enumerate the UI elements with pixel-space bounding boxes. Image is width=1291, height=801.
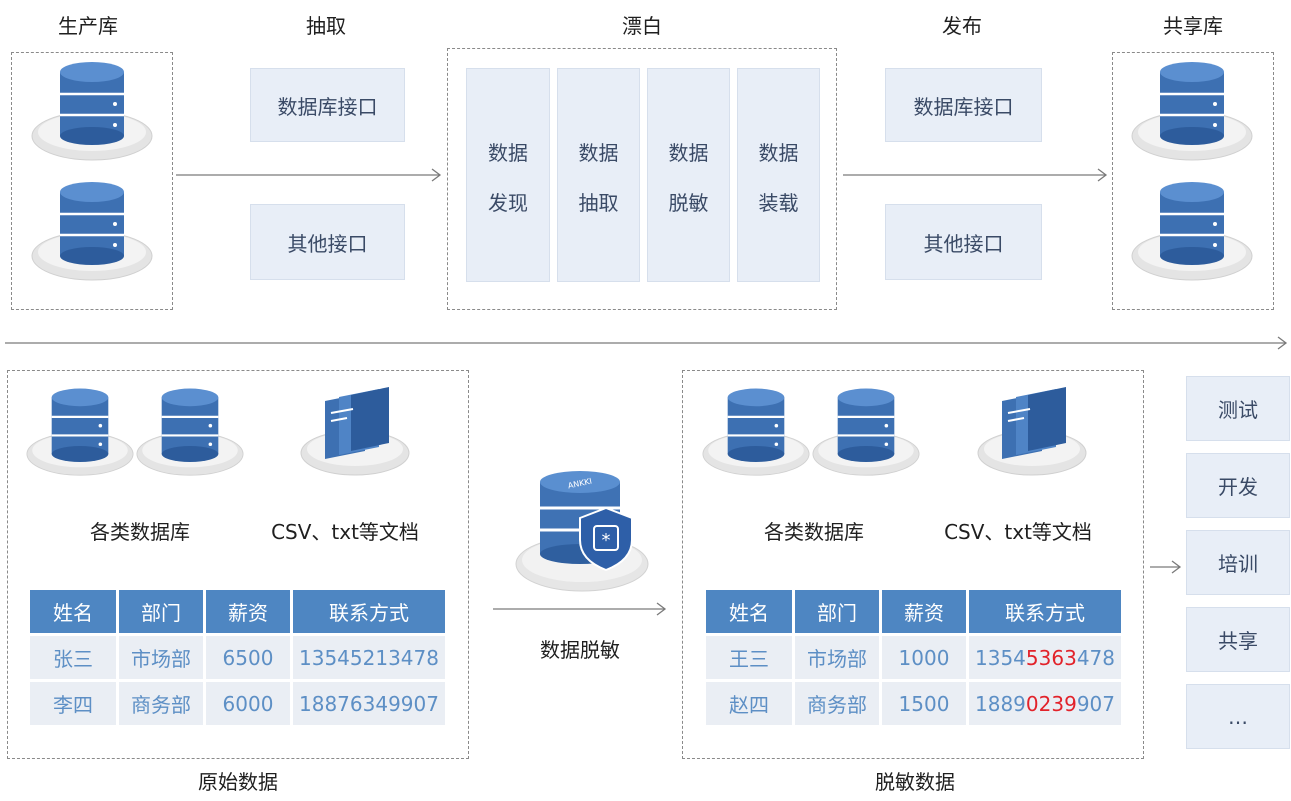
original-data-box — [7, 370, 469, 759]
phone-suffix: 907 — [1076, 691, 1115, 716]
cell-dept: 市场部 — [795, 636, 879, 679]
masked-data-table: 姓名 部门 薪资 联系方式 王三 市场部 1000 13545363478 赵四… — [703, 587, 1124, 728]
step-data-discovery: 数据 发现 — [466, 68, 550, 282]
document-icon — [295, 385, 410, 477]
label-shared-db: 共享库 — [1163, 14, 1223, 38]
cell-salary: 1500 — [882, 682, 966, 725]
masking-engine-icon: ANKKI * — [515, 471, 649, 592]
step-label: 装载 — [758, 191, 799, 215]
label-publish: 发布 — [942, 14, 982, 38]
file-types-label: CSV、txt等文档 — [944, 520, 1092, 544]
file-types-label: CSV、txt等文档 — [271, 520, 419, 544]
db-types-label: 各类数据库 — [764, 520, 864, 544]
table-row: 王三 市场部 1000 13545363478 — [706, 636, 1121, 679]
label-extract: 抽取 — [306, 14, 346, 38]
col-header-dept: 部门 — [795, 590, 879, 633]
step-label: 发现 — [488, 191, 528, 215]
cell-contact: 13545213478 — [293, 636, 445, 679]
use-case-training: 培训 — [1186, 530, 1290, 595]
original-data-caption: 原始数据 — [198, 770, 278, 794]
cell-salary: 6500 — [206, 636, 290, 679]
arrow-head — [1097, 168, 1108, 182]
table-row: 李四 商务部 6000 18876349907 — [30, 682, 445, 725]
arrow-head — [1171, 560, 1182, 574]
col-header-salary: 薪资 — [206, 590, 290, 633]
original-data-table: 姓名 部门 薪资 联系方式 张三 市场部 6500 13545213478 李四… — [27, 587, 448, 728]
col-header-salary: 薪资 — [882, 590, 966, 633]
label-source-db: 生产库 — [58, 14, 118, 38]
cell-contact: 18890239907 — [969, 682, 1121, 725]
phone-prefix: 1354 — [975, 645, 1026, 670]
table-row: 张三 市场部 6500 13545213478 — [30, 636, 445, 679]
use-case-dev: 开发 — [1186, 453, 1290, 518]
database-icon — [811, 385, 921, 477]
database-icon — [25, 385, 135, 477]
cell-contact: 13545363478 — [969, 636, 1121, 679]
cell-name: 王三 — [706, 636, 792, 679]
cell-name: 张三 — [30, 636, 116, 679]
publish-other-interface: 其他接口 — [885, 204, 1042, 280]
step-data-masking: 数据 脱敏 — [647, 68, 730, 282]
phone-prefix: 1889 — [975, 691, 1026, 716]
label-bleach: 漂白 — [622, 14, 662, 38]
arrow-head — [656, 602, 667, 616]
step-label: 脱敏 — [668, 191, 709, 215]
document-icon — [972, 385, 1087, 477]
cell-dept: 商务部 — [795, 682, 879, 725]
use-case-more: … — [1186, 684, 1290, 749]
arrow-head — [1277, 336, 1288, 350]
step-label: 数据 — [758, 141, 799, 165]
cell-name: 李四 — [30, 682, 116, 725]
extract-db-interface: 数据库接口 — [250, 68, 405, 142]
extract-other-interface: 其他接口 — [250, 204, 405, 280]
masked-data-box — [682, 370, 1144, 759]
cell-salary: 1000 — [882, 636, 966, 679]
cell-contact: 18876349907 — [293, 682, 445, 725]
step-label: 数据 — [578, 141, 619, 165]
svg-text:*: * — [602, 530, 611, 551]
use-case-sharing: 共享 — [1186, 607, 1290, 672]
step-label: 抽取 — [578, 191, 619, 215]
arrow-head — [431, 168, 442, 182]
step-data-load: 数据 装载 — [737, 68, 820, 282]
phone-masked-part: 5363 — [1025, 645, 1077, 670]
bleach-box — [447, 48, 837, 310]
table-row: 赵四 商务部 1500 18890239907 — [706, 682, 1121, 725]
col-header-name: 姓名 — [706, 590, 792, 633]
step-label: 数据 — [488, 141, 528, 165]
col-header-contact: 联系方式 — [969, 590, 1121, 633]
database-icon — [701, 385, 811, 477]
cell-dept: 商务部 — [119, 682, 203, 725]
step-label: 数据 — [668, 141, 709, 165]
cell-name: 赵四 — [706, 682, 792, 725]
cell-dept: 市场部 — [119, 636, 203, 679]
col-header-name: 姓名 — [30, 590, 116, 633]
db-types-label: 各类数据库 — [90, 520, 190, 544]
col-header-contact: 联系方式 — [293, 590, 445, 633]
col-header-dept: 部门 — [119, 590, 203, 633]
source-db-box — [11, 52, 173, 310]
shared-db-box — [1112, 52, 1274, 310]
database-icon — [135, 385, 245, 477]
cell-salary: 6000 — [206, 682, 290, 725]
masking-caption: 数据脱敏 — [540, 638, 620, 662]
phone-suffix: 478 — [1076, 645, 1115, 670]
publish-db-interface: 数据库接口 — [885, 68, 1042, 142]
masked-data-caption: 脱敏数据 — [875, 770, 955, 794]
phone-masked-part: 0239 — [1025, 691, 1077, 716]
step-data-extract: 数据 抽取 — [557, 68, 640, 282]
use-case-test: 测试 — [1186, 376, 1290, 441]
